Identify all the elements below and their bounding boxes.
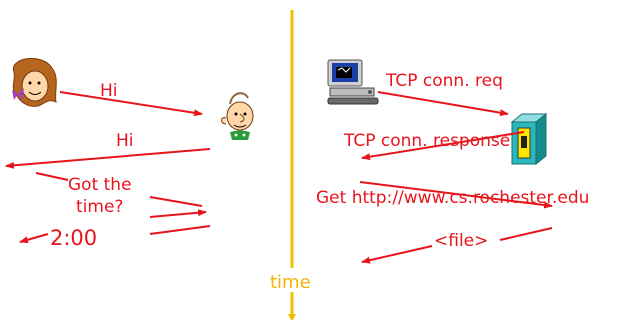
message-arrow-tcp-req	[377, 91, 509, 117]
message-got-the: Got the	[68, 175, 132, 195]
message-2-00: 2:00	[50, 226, 97, 250]
message-arrow-tcp-response	[361, 131, 525, 161]
computer-icon	[327, 59, 379, 105]
message-tcp-conn-req: TCP conn. req	[385, 71, 503, 91]
server-icon	[510, 112, 548, 166]
message-arrow-get-http	[359, 181, 553, 209]
man-face-icon	[221, 92, 254, 140]
message-hi-1: Hi	[100, 81, 118, 101]
message-arrow-hi-2	[5, 148, 211, 169]
message-file: <file>	[434, 231, 488, 251]
woman-face-icon	[12, 57, 57, 107]
message-arrow-2-00-tail	[149, 225, 211, 235]
message-arrow-got-time-1	[35, 172, 69, 181]
message-arrow-file-tail	[499, 227, 553, 241]
message-arrow-got-time-2	[149, 196, 203, 207]
message-hi-2: Hi	[116, 131, 134, 151]
message-time-question: time?	[76, 197, 123, 217]
message-arrow-2-00	[19, 233, 49, 244]
time-axis-label: time	[270, 272, 311, 293]
message-arrow-file-head	[361, 245, 433, 264]
message-arrow-got-time-3	[149, 209, 207, 218]
message-tcp-conn-response: TCP conn. response	[343, 131, 510, 151]
message-get-http: Get http://www.cs.rochester.edu	[316, 188, 589, 208]
message-arrow-hi-1	[59, 91, 203, 117]
